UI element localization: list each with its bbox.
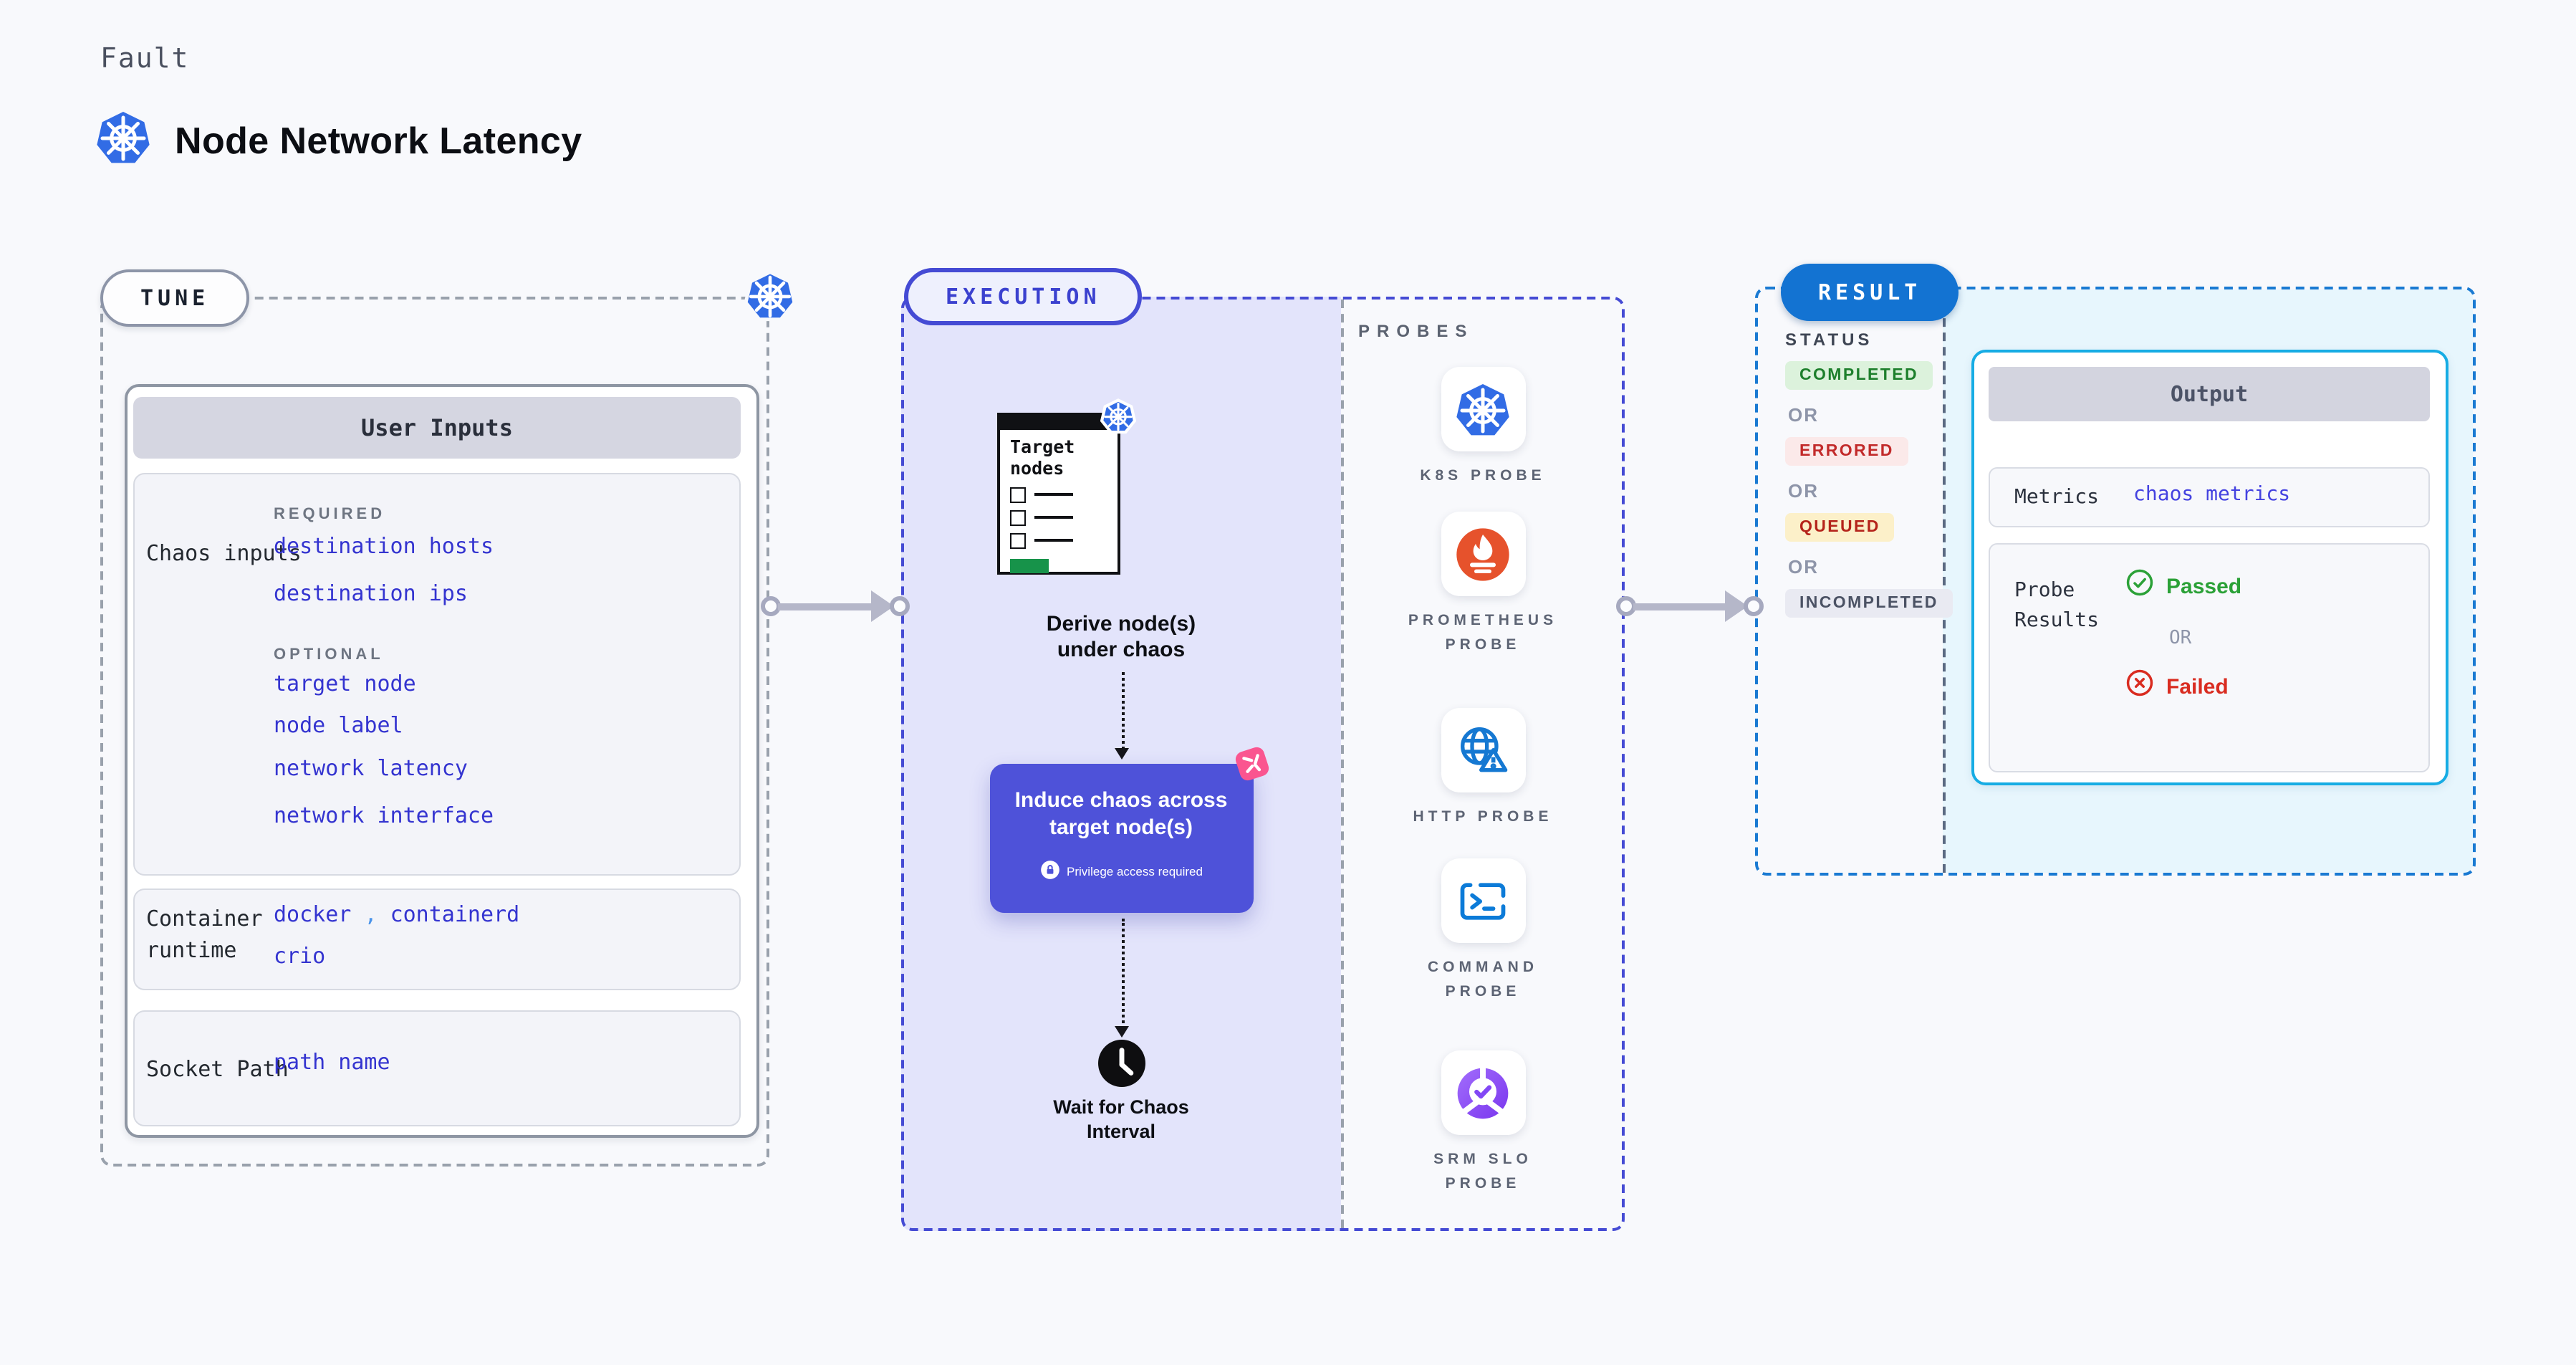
failed-row: Failed xyxy=(2125,668,2229,705)
metrics-label: Metrics xyxy=(2014,486,2100,509)
container-runtime-label: Container runtime xyxy=(146,906,263,963)
probe-results-row: Probe Results Passed OR Failed xyxy=(1989,543,2430,772)
fault-eyebrow: Fault xyxy=(100,43,190,75)
flow-arrow-down xyxy=(1115,919,1129,1038)
result-section-box xyxy=(1755,287,2476,876)
wait-interval-label: Wait for Chaos Interval xyxy=(1053,1096,1189,1142)
status-heading: STATUS xyxy=(1785,330,1873,350)
probe-label: K8S PROBE xyxy=(1420,467,1546,484)
flow-arrow-down xyxy=(1115,672,1129,760)
passed-row: Passed xyxy=(2125,567,2241,605)
optional-heading: OPTIONAL xyxy=(274,646,384,664)
probes-heading: PROBES xyxy=(1358,321,1474,341)
kubernetes-icon xyxy=(1441,367,1525,451)
socket-path-label: Socket Path xyxy=(146,1056,289,1082)
execution-to-result-arrow xyxy=(1616,590,1764,622)
probe-item-k8s: K8S PROBE xyxy=(1341,367,1625,489)
chaos-inputs-row: Chaos inputs REQUIRED destination hosts … xyxy=(133,473,741,876)
chaos-inputs-label: Chaos inputs xyxy=(146,540,302,566)
x-circle-icon xyxy=(2125,668,2155,705)
page-title: Node Network Latency xyxy=(175,119,582,162)
lock-icon xyxy=(1039,859,1059,882)
chaos-input-value: network latency xyxy=(274,755,468,781)
tune-to-execution-arrow xyxy=(761,590,910,622)
status-badge-incompleted: INCOMPLETED xyxy=(1785,589,1953,618)
probe-item-command: COMMAND PROBE xyxy=(1341,858,1625,1004)
prometheus-icon xyxy=(1441,512,1525,596)
probe-results-label: Probe Results xyxy=(2014,579,2100,632)
probes-divider xyxy=(1341,300,1344,1228)
or-label: OR xyxy=(1788,404,1819,426)
tune-section-box xyxy=(100,297,769,1167)
chaos-input-value: network interface xyxy=(274,803,494,828)
probe-item-srm-slo: SRM SLO PROBE xyxy=(1341,1050,1625,1196)
or-label: OR xyxy=(2169,628,2192,649)
probe-item-prometheus: PROMETHEUS PROBE xyxy=(1341,512,1625,657)
status-badge-queued: QUEUED xyxy=(1785,513,1895,542)
connector-dot xyxy=(761,596,781,616)
probe-label: HTTP PROBE xyxy=(1413,808,1553,825)
probe-label: SRM SLO PROBE xyxy=(1433,1151,1532,1192)
socket-path-value: path name xyxy=(274,1049,390,1075)
execution-flow: Target nodes Derive node(s) under chaos … xyxy=(901,297,1341,1231)
terminal-icon xyxy=(1441,858,1525,943)
or-label: OR xyxy=(1788,556,1819,578)
induce-chaos-label: Induce chaos across target node(s) xyxy=(1014,788,1228,840)
kubernetes-icon xyxy=(95,109,152,173)
execution-section-box xyxy=(901,297,1625,1231)
page-title-row: Node Network Latency xyxy=(95,109,582,173)
slo-donut-check-icon xyxy=(1441,1050,1525,1135)
progress-bar xyxy=(1010,558,1049,573)
user-inputs-title: User Inputs xyxy=(133,397,741,459)
card-top-bar xyxy=(999,414,1119,430)
tune-badge: TUNE xyxy=(100,269,250,327)
or-label: OR xyxy=(1788,480,1819,502)
check-circle-icon xyxy=(2125,567,2155,605)
node-checkbox-row xyxy=(1010,532,1118,548)
metrics-row: Metrics chaos metrics xyxy=(1989,467,2430,527)
connector-dot xyxy=(1744,596,1764,616)
derive-nodes-label: Derive node(s) under chaos xyxy=(1046,612,1196,663)
chaos-input-value: destination ips xyxy=(274,580,468,606)
result-divider xyxy=(1943,289,1946,873)
probe-item-http: HTTP PROBE xyxy=(1341,708,1625,830)
socket-path-row: Socket Path path name xyxy=(133,1010,741,1126)
arrow-shaft xyxy=(778,603,874,610)
container-runtime-values: docker , containerd xyxy=(274,901,520,927)
container-runtime-row: Container runtime docker , containerd cr… xyxy=(133,889,741,990)
failed-label: Failed xyxy=(2166,674,2229,699)
kubernetes-icon xyxy=(744,269,797,330)
clock-icon xyxy=(1095,1038,1147,1096)
connector-dot xyxy=(890,596,910,616)
node-checkbox-row xyxy=(1010,487,1118,502)
status-badge-errored: ERRORED xyxy=(1785,437,1908,466)
container-runtime-value: crio xyxy=(274,943,326,969)
target-nodes-title: Target nodes xyxy=(1010,436,1075,479)
output-title: Output xyxy=(1989,367,2430,421)
probe-label: COMMAND PROBE xyxy=(1428,959,1538,1000)
chaos-input-value: destination hosts xyxy=(274,533,494,559)
output-card: Output Metrics chaos metrics Probe Resul… xyxy=(1971,350,2448,785)
http-globe-warning-icon xyxy=(1441,708,1525,792)
chaos-input-value: target node xyxy=(274,671,416,696)
passed-label: Passed xyxy=(2166,574,2242,598)
required-heading: REQUIRED xyxy=(274,506,386,523)
metrics-value: chaos metrics xyxy=(2133,483,2291,506)
result-badge: RESULT xyxy=(1781,264,1959,321)
privilege-note: Privilege access required xyxy=(989,859,1253,882)
status-badge-completed: COMPLETED xyxy=(1785,361,1933,390)
node-checkbox-row xyxy=(1010,509,1118,525)
execution-badge: EXECUTION xyxy=(904,268,1143,325)
kubernetes-icon xyxy=(1100,398,1137,441)
induce-chaos-box: Induce chaos across target node(s) Privi… xyxy=(989,747,1269,913)
probe-label: PROMETHEUS PROBE xyxy=(1408,612,1558,653)
chaos-input-value: node label xyxy=(274,712,403,738)
arrow-shaft xyxy=(1633,603,1728,610)
litmus-chaos-icon xyxy=(1233,745,1270,790)
target-nodes-card: Target nodes xyxy=(997,398,1137,575)
